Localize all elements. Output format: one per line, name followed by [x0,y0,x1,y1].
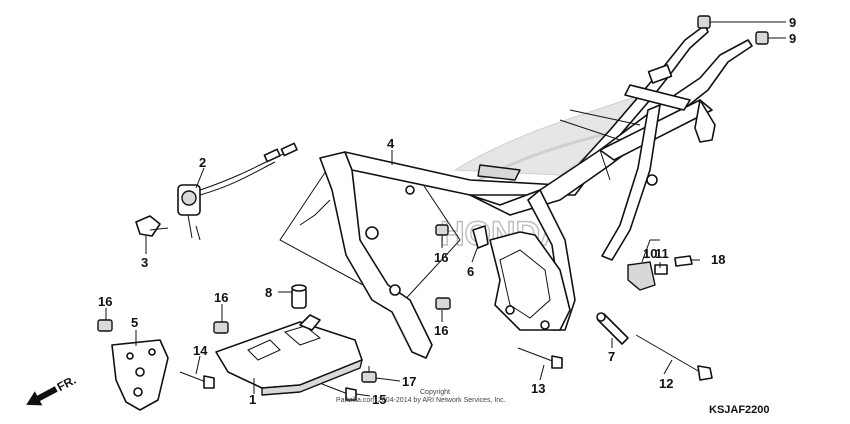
side-bracket-part [111,339,169,411]
main-frame-body [299,24,753,359]
ignition-switch-part [177,142,298,241]
collar-part [291,284,307,309]
callout-2: 2 [199,155,206,170]
callout-9-top: 9 [789,15,796,30]
callout-16-left: 16 [98,294,112,309]
callout-8: 8 [265,285,272,300]
diagram-code: KSJAF2200 [709,404,770,416]
pivot-bolt-part [635,334,713,381]
callout-14: 14 [193,343,208,358]
callout-11: 11 [655,246,669,261]
callout-16-lower: 16 [434,323,448,338]
copyright-line-1: Copyright [420,389,450,396]
callout-3: 3 [141,255,148,270]
front-direction-arrow: FR. [26,373,79,406]
skid-plate-part [215,314,363,396]
callout-15: 15 [372,392,386,407]
callout-7: 7 [608,349,615,364]
copyright-line-2: Partzilla.com 2004-2014 by ARI Network S… [336,397,506,404]
callout-13: 13 [531,381,545,396]
callout-16-upper: 16 [434,250,448,265]
ignition-key-part [135,215,169,237]
callout-17: 17 [402,374,416,389]
callout-10: 10 [643,246,657,261]
callout-4: 4 [387,136,395,151]
skid-plate-bolt-part [321,383,357,401]
callout-9-bottom: 9 [789,31,796,46]
callout-18: 18 [711,252,725,267]
brand-watermark: HONDA [439,93,646,254]
callout-5: 5 [131,315,138,330]
skid-plate-screw-part [361,366,377,383]
tube-end-caps [697,15,769,45]
callout-6: 6 [467,264,474,279]
pivot-collar-part [596,312,629,345]
bracket-bolt-part [179,371,215,389]
rear-bracket-part [627,255,693,291]
callout-12: 12 [659,376,673,391]
flange-nuts [97,224,451,334]
callout-1: 1 [249,392,256,407]
callout-16-skid: 16 [214,290,228,305]
direction-label: FR. [55,373,79,394]
leader-lines [105,21,786,397]
wire-clip-part [472,225,489,249]
engine-bolt-part [517,347,563,369]
